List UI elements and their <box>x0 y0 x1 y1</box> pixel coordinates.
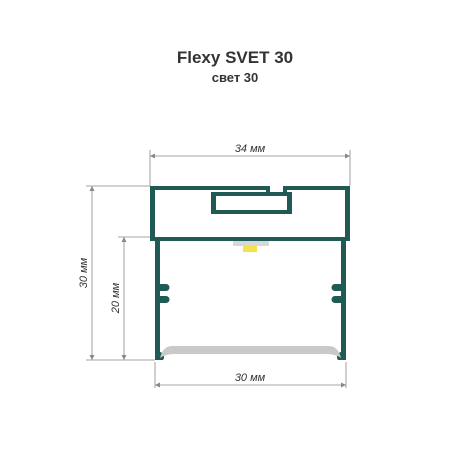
inner-height-label: 20 мм <box>110 282 122 314</box>
top-wall-left <box>150 186 266 190</box>
page-subtitle: свет 30 <box>211 70 259 85</box>
top-wall-right <box>287 186 350 190</box>
led-tape <box>233 241 269 246</box>
mid-shelf <box>150 237 350 241</box>
bottom-width-label: 30 мм <box>235 372 266 384</box>
right-outer-wall <box>345 186 350 240</box>
channel-shoulder-left <box>211 192 216 214</box>
dimension-arrows <box>89 153 350 388</box>
left-outer-wall <box>150 186 155 240</box>
left-lower-wall <box>155 237 160 354</box>
channel-upper-left <box>216 192 266 196</box>
right-clip-teeth <box>331 284 341 304</box>
channel-shoulder-right <box>287 192 292 214</box>
led-chip <box>243 246 257 252</box>
channel-slot <box>270 186 283 192</box>
diffuser <box>160 346 341 358</box>
channel-lip-right <box>271 192 287 196</box>
top-width-label: 34 мм <box>235 143 266 155</box>
led-strip <box>233 241 269 252</box>
channel-floor <box>211 210 292 214</box>
dimension-lines <box>86 150 351 388</box>
channel-neck-left <box>266 186 270 196</box>
channel-neck-right <box>283 186 287 196</box>
page-title: Flexy SVET 30 <box>176 48 294 67</box>
left-clip-teeth <box>160 284 170 304</box>
total-height-label: 30 мм <box>78 257 90 288</box>
right-lower-wall <box>341 237 346 354</box>
channel-inner <box>216 196 287 210</box>
profile-body <box>150 186 350 360</box>
channel-upper-right <box>287 192 292 196</box>
